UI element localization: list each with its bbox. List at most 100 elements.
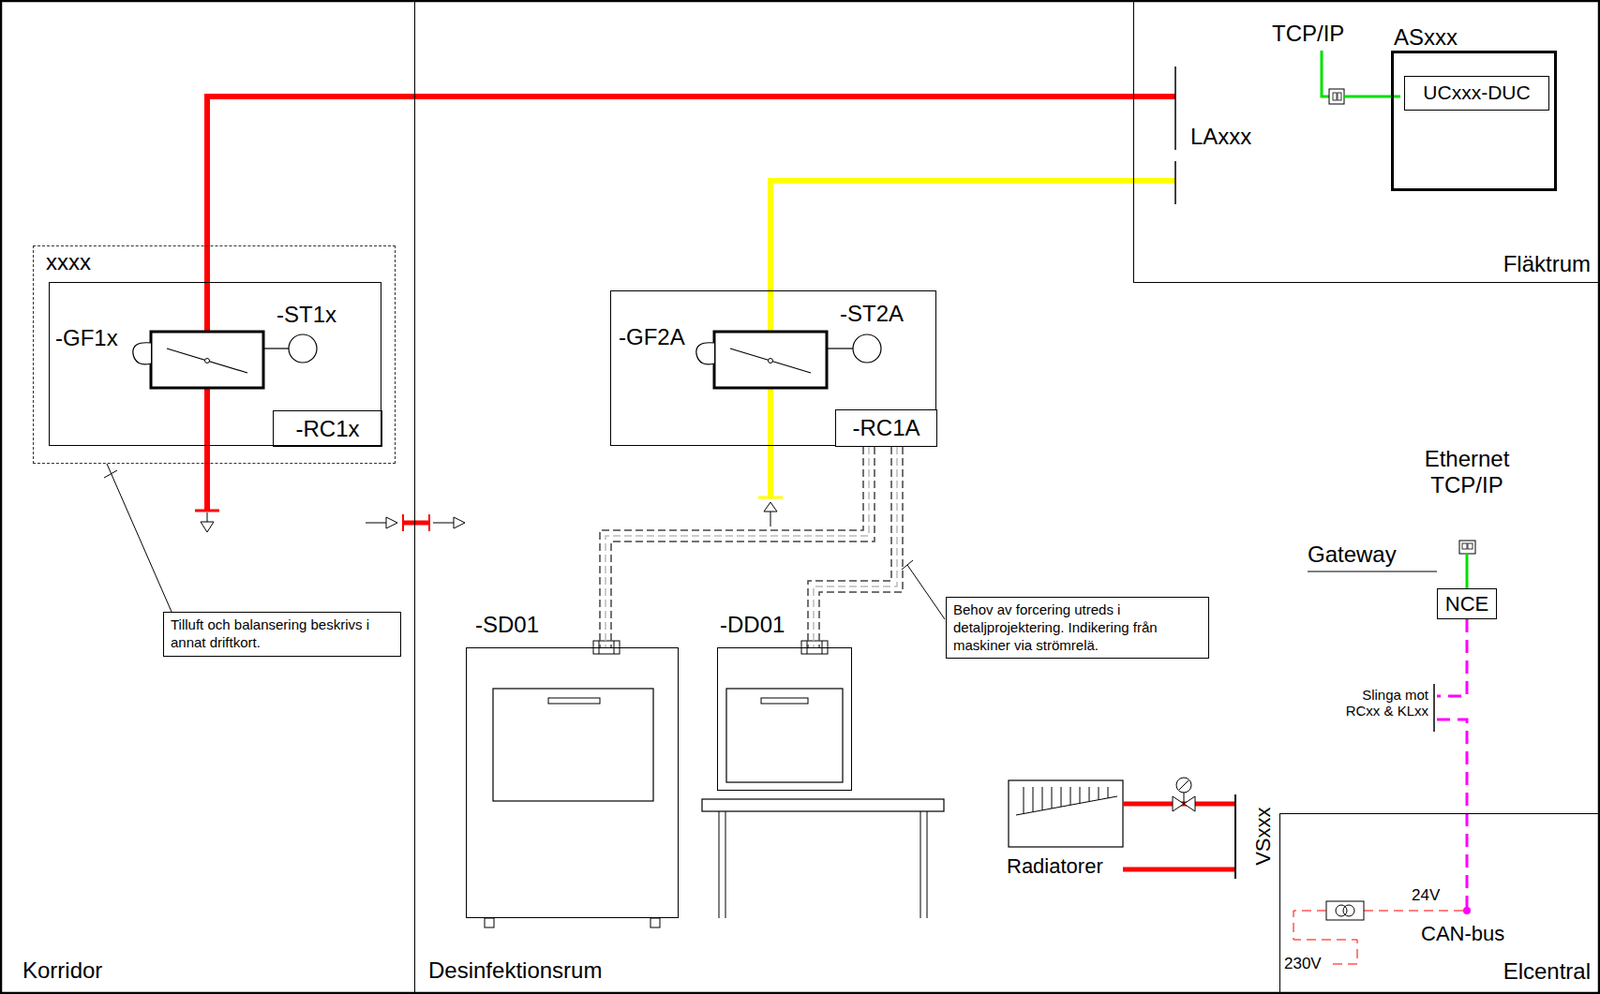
power-supply	[1326, 901, 1364, 921]
network-line	[1329, 89, 1345, 105]
extract-duct	[770, 180, 1176, 498]
radiator-fin	[1079, 787, 1081, 804]
unit-connection-line	[1175, 66, 1177, 205]
power-supply	[1363, 911, 1465, 913]
heading-text: -DD01	[719, 612, 785, 639]
damper-symbol	[263, 347, 289, 349]
machine-box: -SD01	[465, 647, 679, 919]
heating-pipe	[1176, 777, 1192, 793]
radiator-fin	[1042, 787, 1044, 811]
unit-box: -GF2A -ST2A -RC1A	[610, 290, 937, 447]
transfer-grille	[365, 523, 387, 524]
extract-duct	[758, 496, 783, 500]
leader-line	[907, 565, 945, 620]
transfer-grille	[403, 521, 430, 526]
disinfector-machine	[702, 799, 944, 812]
washer-machine	[484, 918, 494, 928]
transfer-grille	[386, 517, 398, 529]
network-line	[1332, 92, 1337, 101]
heading-text: Korridor	[22, 957, 103, 985]
heating-pipe	[1234, 794, 1237, 880]
disinfector-machine	[725, 811, 727, 919]
annotation-label: 24V	[1411, 886, 1440, 906]
transfer-grille	[428, 514, 431, 532]
leader-line	[901, 560, 913, 570]
damper-symbol	[166, 348, 248, 374]
radiator-fin	[1032, 787, 1034, 813]
heating-pipe	[1122, 867, 1236, 873]
disinfector-machine	[920, 811, 922, 919]
damper-symbol	[826, 347, 853, 349]
disinfector-machine	[726, 688, 843, 783]
extract-duct	[770, 511, 772, 527]
annotation-label: 230V	[1284, 955, 1322, 974]
annotation-label: LAxxx	[1190, 123, 1252, 150]
controller-box: -RC1A	[835, 409, 938, 448]
network-line	[1337, 92, 1342, 101]
heating-pipe	[1179, 780, 1189, 791]
heading-text: ASxxx	[1393, 24, 1458, 51]
transfer-grille	[453, 517, 465, 529]
heading-text: -GF1x	[55, 325, 119, 352]
heading-text: Fläktrum	[1503, 251, 1591, 278]
damper-symbol	[852, 334, 882, 363]
box-text: Behov av forcering utreds i detaljprojek…	[953, 601, 1202, 655]
network-line	[1467, 543, 1473, 550]
damper-symbol	[696, 343, 715, 365]
damper-symbol	[714, 331, 827, 389]
heading-text: -GF2A	[618, 324, 686, 351]
connector-line	[611, 447, 875, 648]
annotation-label: Slinga mot RCxx & KLxx	[1334, 687, 1429, 720]
connector-line	[819, 447, 903, 648]
heating-pipe	[1122, 777, 1236, 880]
radiator-fin	[1023, 787, 1025, 815]
connector-line	[1436, 619, 1467, 814]
connector-line	[104, 463, 172, 613]
connector	[104, 463, 172, 613]
radiator-fin	[1107, 787, 1109, 799]
connector	[807, 447, 903, 648]
washer-machine	[650, 918, 660, 928]
unit-box: -GF1x -ST1x -RC1x	[48, 282, 382, 447]
annotation-label: Gateway	[1307, 541, 1397, 569]
damper-symbol	[730, 348, 811, 374]
extract-duct	[763, 502, 778, 512]
radiator-symbol	[1016, 796, 1118, 816]
part-label: -ST1x	[276, 301, 337, 329]
exhaust-duct	[200, 522, 214, 533]
part-label: -ST2A	[839, 300, 904, 328]
washer-machine	[493, 688, 654, 802]
heading-text: -SD01	[475, 612, 539, 639]
radiator-fin	[1089, 787, 1091, 803]
unit-connection-line	[1174, 161, 1177, 205]
network-line	[1321, 50, 1476, 589]
damper-symbol	[768, 358, 774, 364]
exhaust-duct	[207, 512, 209, 523]
damper-symbol	[133, 331, 882, 389]
radiator-fin	[1061, 787, 1062, 808]
leader-line	[1307, 571, 1437, 573]
callout-box: Behov av forcering utreds i detaljprojek…	[945, 597, 1210, 659]
exhaust-duct	[207, 96, 1176, 511]
damper-symbol	[150, 331, 264, 389]
annotation-label: CAN-bus	[1420, 922, 1505, 946]
disinfector-machine	[718, 811, 720, 919]
heating-pipe	[1183, 792, 1185, 805]
damper-symbol	[288, 334, 317, 363]
transfer-grille	[433, 523, 454, 524]
controller-box: UCxxx-DUC	[1404, 75, 1550, 111]
annotation-label: Radiatorer	[1006, 854, 1104, 879]
box-text: -RC1x	[295, 416, 359, 443]
equipment-group: xxxx -GF1x -ST1x -RC1x	[32, 245, 396, 464]
heading-text: xxxx	[45, 249, 91, 276]
network-line	[1321, 50, 1330, 97]
box-text: NCE	[1445, 592, 1489, 616]
heading-text: Desinfektionsrum	[428, 957, 602, 985]
controller-cabinet: ASxxxUCxxx-DUC	[1390, 50, 1557, 192]
